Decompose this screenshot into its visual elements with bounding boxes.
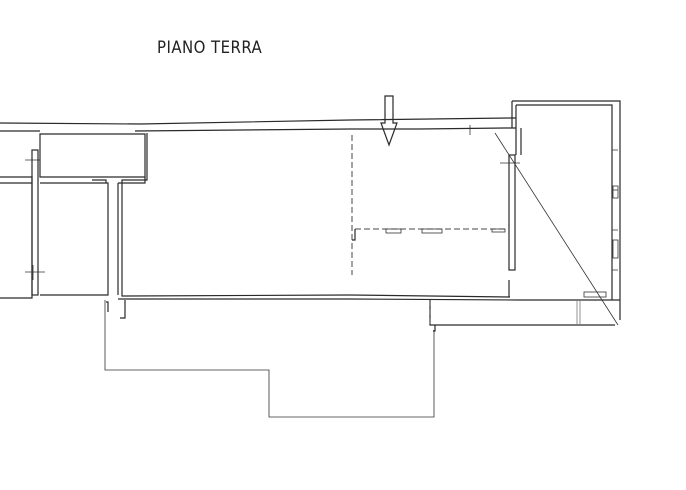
lower-strip	[429, 300, 615, 332]
courtyard-outline	[104, 300, 435, 418]
exterior-wall-top	[0, 117, 516, 132]
entrance-arrow-icon	[380, 95, 398, 147]
floor-plan-title: PIANO TERRA	[157, 38, 263, 58]
left-rooms	[0, 133, 146, 299]
main-room	[118, 125, 620, 301]
right-room	[494, 100, 621, 326]
